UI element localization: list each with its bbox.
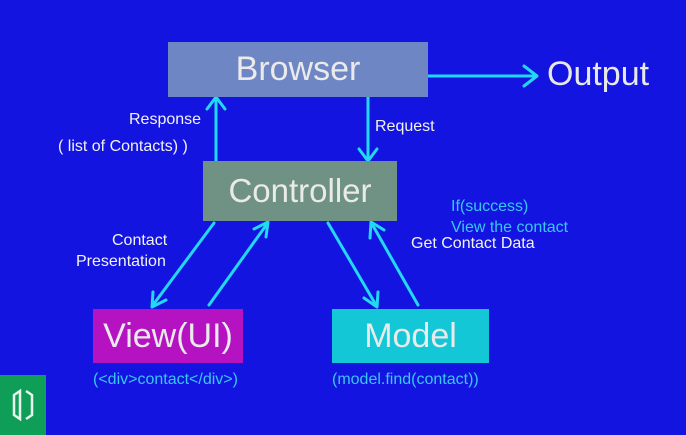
view-code-label: (<div>contact</div>) (93, 371, 238, 388)
if-success-label: If(success) (451, 198, 529, 215)
logo-icon (0, 375, 46, 435)
arrowhead-browser-response (205, 95, 227, 111)
response-detail-label: ( list of Contacts) ) (58, 138, 188, 155)
view-contact-label: View the contact (451, 219, 569, 236)
model-code-label: (model.find(contact)) (332, 371, 479, 388)
model-label: Model (364, 316, 457, 355)
view-node: View(UI) (93, 309, 243, 363)
arrowhead-controller-from-view (252, 220, 270, 239)
arrow-view-controller (207, 222, 269, 307)
arrowhead-view (150, 290, 168, 309)
model-node: Model (332, 309, 489, 363)
get-contact-data-label: Get Contact Data (411, 235, 535, 252)
logo-mark-icon (12, 388, 34, 422)
arrow-controller-view (151, 221, 216, 307)
response-label: Response (129, 111, 202, 128)
browser-label: Browser (235, 50, 361, 88)
arrowhead-model (362, 290, 380, 309)
controller-label: Controller (228, 172, 372, 209)
controller-node: Controller (203, 161, 397, 221)
arrow-model-controller (370, 222, 420, 307)
output-label: Output (547, 55, 650, 93)
browser-node: Browser (168, 42, 428, 97)
contact-label: Contact (112, 232, 168, 249)
request-label: Request (375, 118, 435, 135)
view-label: View(UI) (103, 316, 233, 355)
arrowhead-controller-from-model (368, 220, 386, 240)
arrow-controller-model (326, 221, 378, 307)
arrowhead-output (522, 64, 539, 88)
presentation-label: Presentation (76, 253, 166, 270)
